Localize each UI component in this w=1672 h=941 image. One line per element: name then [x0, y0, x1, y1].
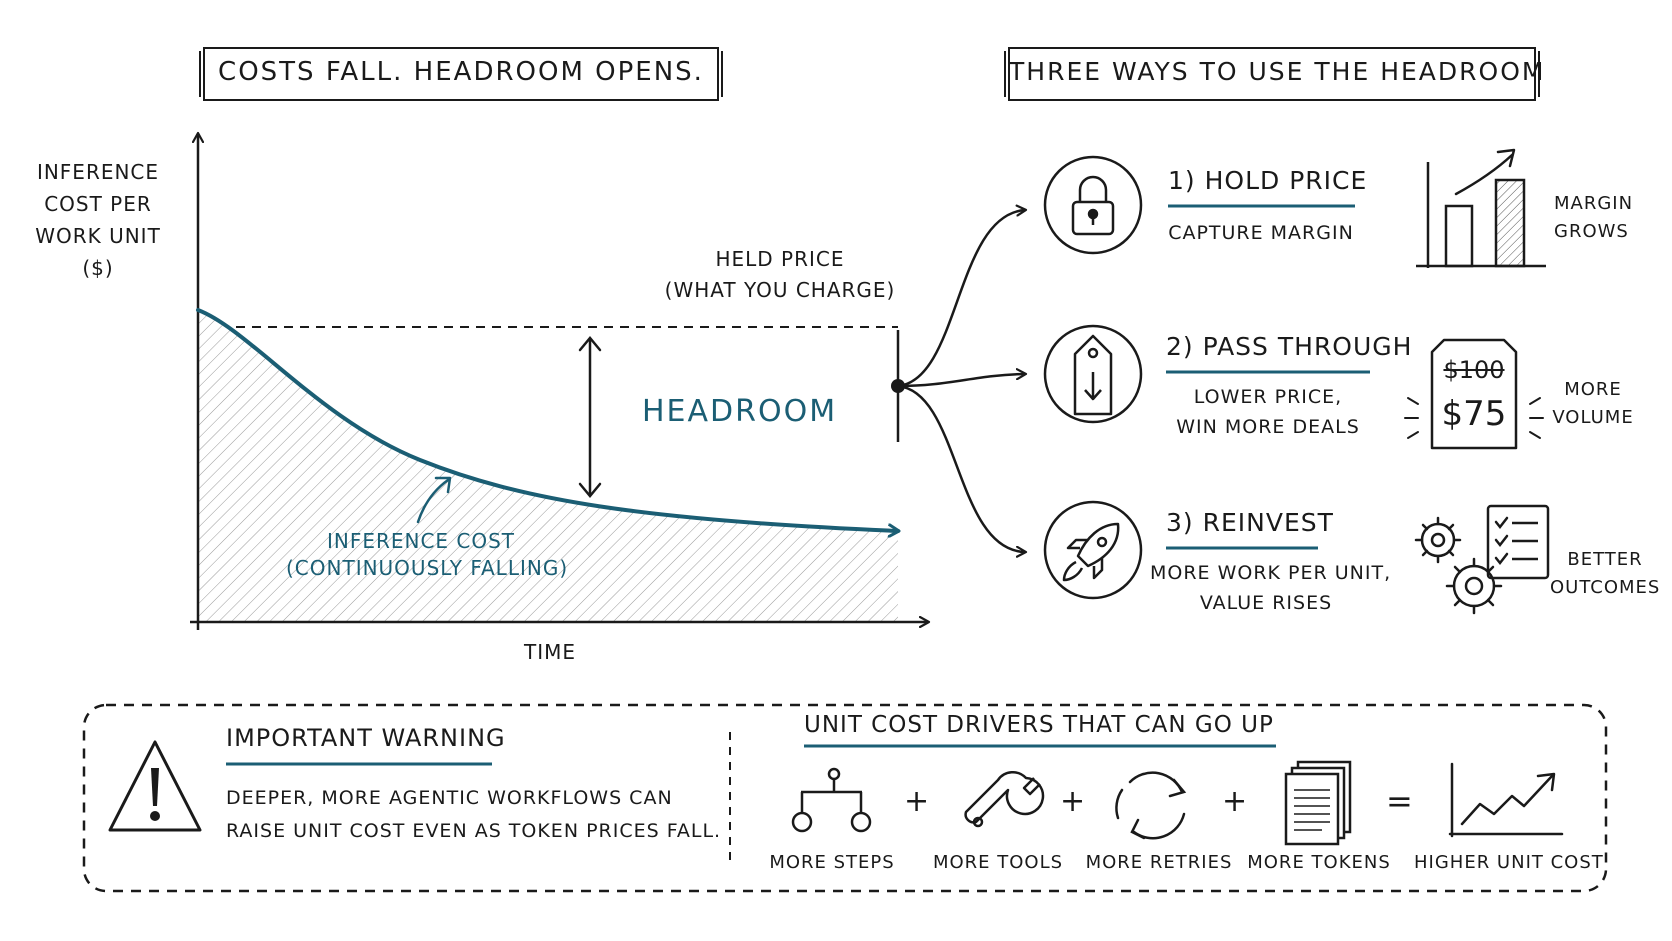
option-3-side-line-1: BETTER [1567, 549, 1643, 570]
old-price: $100 [1443, 356, 1505, 384]
bar-chart-icon [1416, 148, 1546, 268]
x-axis-label: TIME [523, 640, 576, 664]
plus-sign-1: + [904, 784, 931, 819]
warning-text-line-2: RAISE UNIT COST EVEN AS TOKEN PRICES FAL… [226, 820, 722, 842]
option-2-side-label: MORE VOLUME [1544, 376, 1642, 432]
driver-label-tokens: MORE TOKENS [1247, 852, 1391, 873]
documents-icon [1284, 760, 1352, 846]
rocket-icon [1043, 500, 1143, 600]
option-1-desc-line-1: CAPTURE MARGIN [1168, 222, 1354, 244]
branch-icon [791, 767, 872, 833]
gears-checklist-icon [1414, 504, 1550, 615]
inference-pointer-arrow [416, 478, 450, 524]
inference-cost-label: INFERENCE COST (CONTINUOUSLY FALLING) [286, 528, 569, 582]
option-3-desc-line-1: MORE WORK PER UNIT, [1150, 562, 1392, 584]
price-tag-discount-icon [1430, 338, 1518, 450]
warning-text-line-1: DEEPER, MORE AGENTIC WORKFLOWS CAN [226, 787, 673, 809]
option-1-side-line-2: GROWS [1554, 221, 1629, 242]
headroom-arrow-top [578, 336, 602, 352]
driver-label-tools: MORE TOOLS [932, 852, 1064, 873]
warning-title: IMPORTANT WARNING [226, 724, 506, 752]
held-price-label: HELD PRICE (WHAT YOU CHARGE) [660, 244, 900, 306]
option-3-desc: MORE WORK PER UNIT, VALUE RISES [1150, 558, 1392, 618]
plus-sign-3: + [1222, 784, 1249, 819]
option-3-side-line-2: OUTCOMES [1550, 577, 1661, 598]
warning-text: DEEPER, MORE AGENTIC WORKFLOWS CAN RAISE… [226, 782, 721, 848]
held-price-label-line-2: (WHAT YOU CHARGE) [664, 278, 896, 302]
refresh-icon [1115, 771, 1187, 840]
option-2-desc-line-1: LOWER PRICE, [1193, 386, 1343, 408]
driver-label-retries: MORE RETRIES [1085, 852, 1233, 873]
y-axis-label-line-2: COST PER [44, 192, 152, 216]
inference-cost-label-line-2: (CONTINUOUSLY FALLING) [286, 556, 569, 580]
option-1-desc: CAPTURE MARGIN [1160, 218, 1362, 248]
cost-area-hatch [198, 310, 898, 622]
option-2-desc-line-2: WIN MORE DEALS [1176, 416, 1360, 438]
right-title: THREE WAYS TO USE THE HEADROOM [1009, 57, 1546, 86]
headroom-arrow-bottom [578, 482, 602, 498]
driver-label-steps: MORE STEPS [769, 852, 895, 873]
equals-sign: = [1386, 782, 1414, 820]
right-title-box [1004, 47, 1540, 101]
inference-cost-label-line-1: INFERENCE COST [326, 529, 516, 553]
lock-icon [1043, 155, 1143, 255]
headroom-label: HEADROOM [642, 394, 838, 429]
option-2-desc: LOWER PRICE, WIN MORE DEALS [1158, 382, 1378, 442]
y-axis-label-line-4: ($) [82, 256, 114, 280]
new-price: $75 [1441, 394, 1507, 434]
option-1-title: 1) HOLD PRICE [1168, 166, 1368, 195]
driver-result-label: HIGHER UNIT COST [1414, 852, 1604, 873]
left-title-box [199, 47, 723, 101]
price-tag-icon [1043, 324, 1143, 424]
drivers-title: UNIT COST DRIVERS THAT CAN GO UP [804, 712, 1274, 738]
left-title: COSTS FALL. HEADROOM OPENS. [218, 57, 704, 87]
option-2-side-line-1: MORE [1564, 379, 1622, 400]
bottom-panel [82, 703, 1608, 893]
trend-up-icon [1448, 762, 1564, 838]
y-axis-label: INFERENCE COST PER WORK UNIT ($) [28, 156, 168, 284]
option-3-desc-line-2: VALUE RISES [1199, 592, 1333, 614]
inference-cost-curve [196, 308, 898, 531]
option-2-title: 2) PASS THROUGH [1166, 332, 1413, 361]
option-3-side-label: BETTER OUTCOMES [1550, 546, 1660, 602]
wrench-icon [964, 771, 1045, 828]
option-1-side-line-1: MARGIN [1554, 193, 1634, 214]
option-1-side-label: MARGIN GROWS [1554, 190, 1633, 246]
branch-arrows [896, 210, 1025, 552]
y-axis-label-line-1: INFERENCE [36, 160, 160, 184]
option-3-title: 3) REINVEST [1166, 508, 1334, 537]
volume-marks [1404, 397, 1544, 439]
plus-sign-2: + [1060, 784, 1087, 819]
held-price-label-line-1: HELD PRICE [715, 247, 845, 271]
warning-icon [108, 740, 202, 832]
option-2-side-line-2: VOLUME [1552, 407, 1634, 428]
y-axis-label-line-3: WORK UNIT [35, 224, 161, 248]
